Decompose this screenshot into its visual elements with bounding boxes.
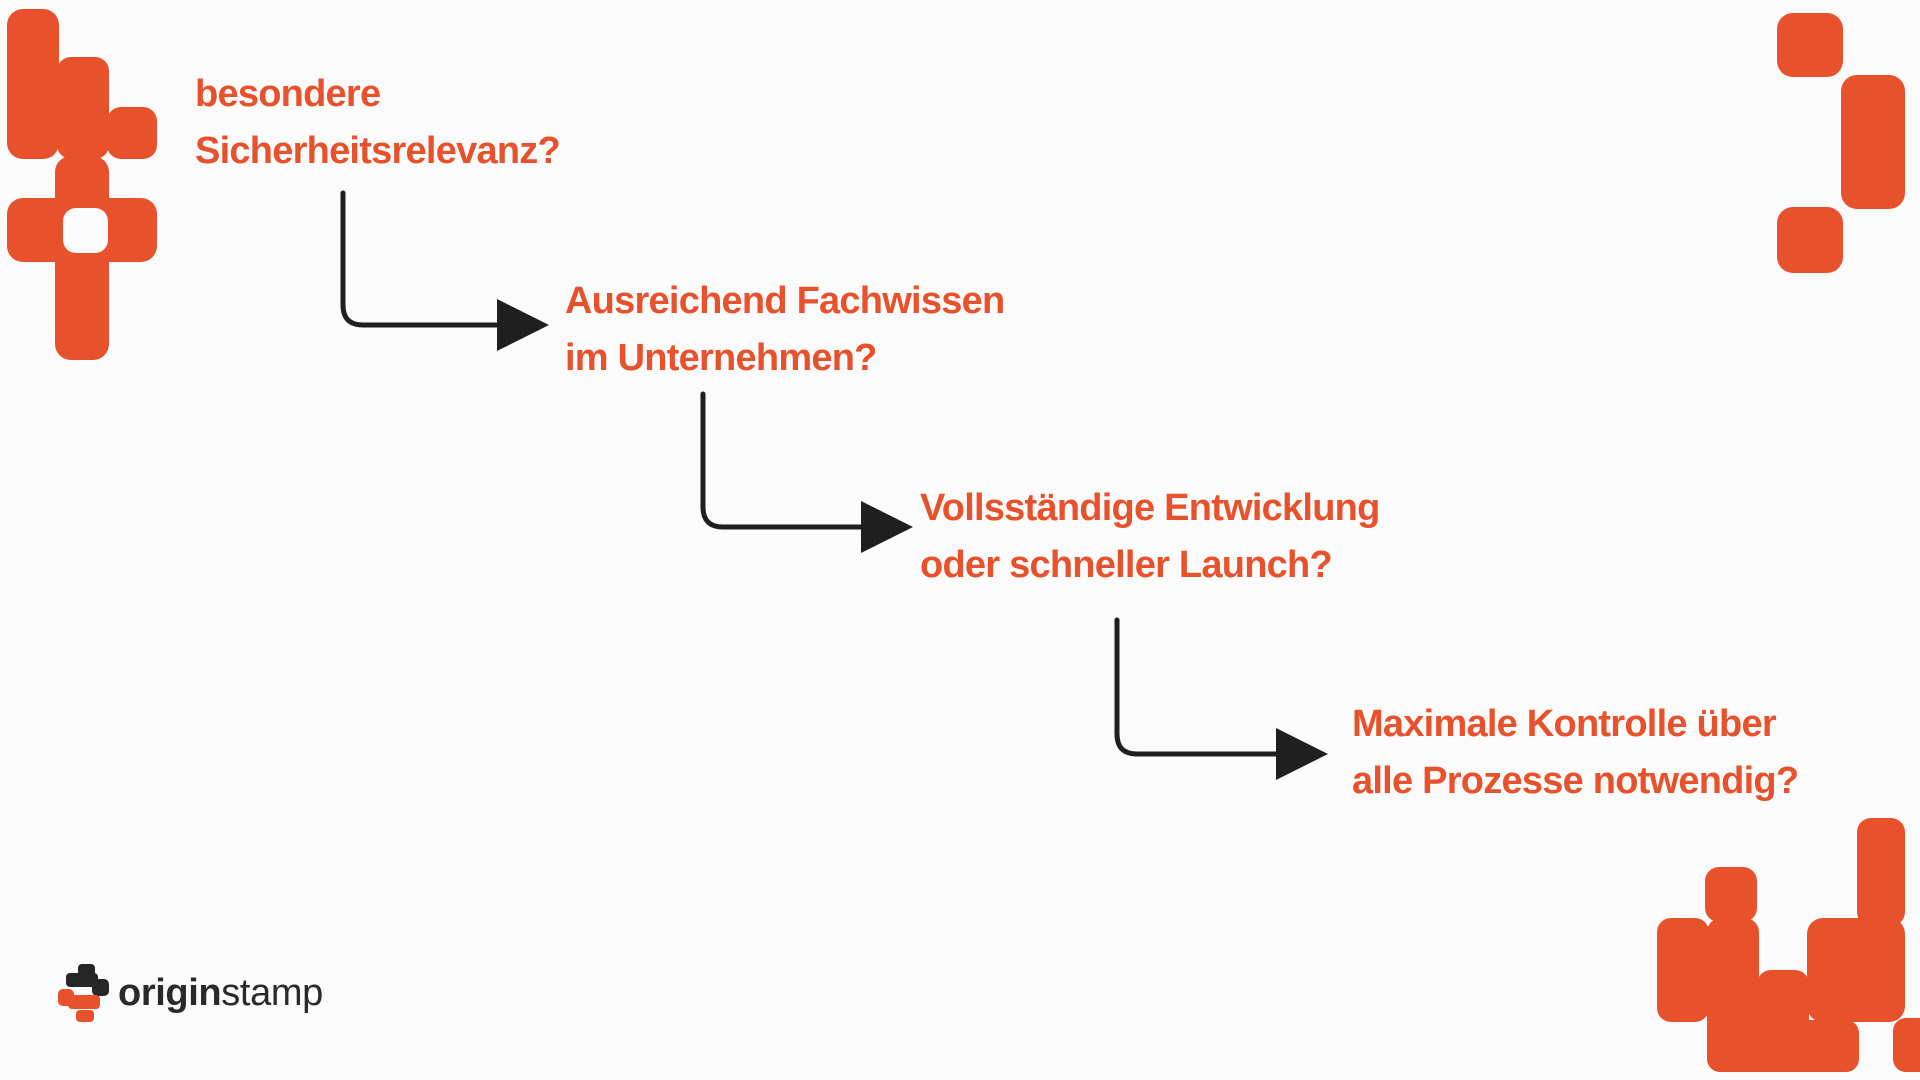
question-4-line-2: alle Prozesse notwendig? [1352,760,1799,802]
question-1-line-1: besondere [195,73,381,115]
flow-arrow-3 [1114,617,1328,780]
pixel-deco-top-right-icon [1777,13,1905,273]
originstamp-logo: originstamp [58,964,323,1022]
arrowhead-icon [497,299,549,351]
pixel-deco-bottom-right-icon [1657,818,1920,1072]
question-3-line-1: Vollsständige Entwicklung [920,487,1380,529]
question-1-line-2: Sicherheitsrelevanz? [195,130,561,172]
flow-arrow-2 [700,391,913,553]
question-2-line-2: im Unternehmen? [565,337,877,379]
question-4-line-1: Maximale Kontrolle über [1352,703,1777,745]
question-2-line-1: Ausreichend Fachwissen [565,280,1005,322]
arrowhead-icon [861,501,913,553]
originstamp-logo-icon [58,964,109,1022]
question-4: Maximale Kontrolle über alle Prozesse no… [1352,696,1799,810]
question-3-line-2: oder schneller Launch? [920,544,1333,586]
wordmark-stamp: stamp [221,972,323,1014]
question-1: besondere Sicherheitsrelevanz? [195,66,561,180]
question-3: Vollsständige Entwicklung oder schneller… [920,480,1380,594]
pixel-deco-top-left-icon [7,9,157,360]
flow-arrow-1 [340,190,549,351]
wordmark-origin: origin [118,972,222,1014]
question-2: Ausreichend Fachwissen im Unternehmen? [565,273,1005,387]
arrowhead-icon [1276,728,1328,780]
originstamp-wordmark: originstamp [118,964,323,1022]
